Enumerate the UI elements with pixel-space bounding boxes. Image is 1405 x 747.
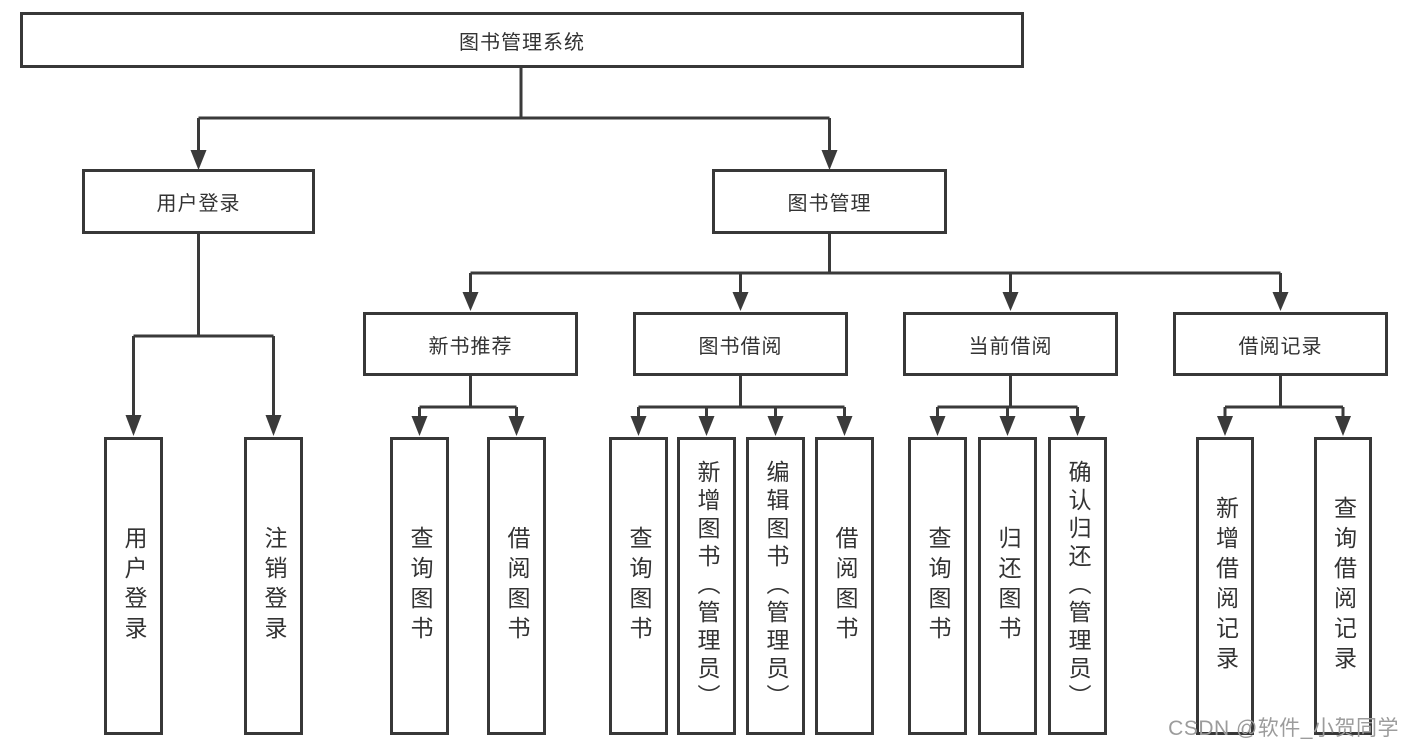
node-label: 当前借阅 (968, 335, 1053, 358)
node-label: 确认归还（管理员） (1065, 460, 1091, 712)
node-user-login: 用户登录 (82, 169, 315, 234)
leaf-add-borrow-record: 新增借阅记录 (1196, 437, 1254, 735)
connector-user-login-to-leaves (132, 234, 275, 416)
leaf-current-query-books: 查询图书 (908, 437, 967, 735)
arrowheads-new-book-recommend-to-leaves (411, 416, 525, 436)
arrowheads-borrow-records-to-leaves (1217, 416, 1351, 436)
arrowheads-user-login-to-leaves (125, 415, 282, 436)
node-label: 新增借阅记录 (1212, 496, 1239, 676)
node-label: 查询图书 (925, 526, 951, 646)
leaf-edit-books-admin: 编辑图书（管理员） (746, 437, 805, 735)
node-label: 编辑图书（管理员） (763, 460, 789, 712)
node-label: 借阅图书 (832, 526, 858, 646)
node-label: 查询借阅记录 (1330, 496, 1357, 676)
arrowheads-book-borrow-to-leaves (630, 416, 853, 436)
leaf-recommend-query-books: 查询图书 (390, 437, 449, 735)
node-label: 图书管理系统 (459, 31, 585, 54)
node-label: 图书管理 (787, 193, 872, 215)
node-label: 归还图书 (995, 526, 1021, 646)
node-label: 用户登录 (121, 526, 147, 646)
node-label: 新增图书（管理员） (694, 460, 720, 712)
arrowheads-current-borrow-to-leaves (929, 416, 1086, 436)
leaf-confirm-return-admin: 确认归还（管理员） (1048, 437, 1107, 735)
node-label: 新书推荐 (428, 335, 513, 358)
arrowheads-book-management-to-level3 (462, 292, 1289, 311)
connector-new-book-recommend-to-leaves (418, 376, 518, 417)
node-book-borrow: 图书借阅 (633, 312, 848, 376)
node-label: 查询图书 (407, 526, 433, 646)
leaf-recommend-borrow-books: 借阅图书 (487, 437, 546, 735)
leaf-logout: 注销登录 (244, 437, 303, 735)
leaf-return-books: 归还图书 (978, 437, 1037, 735)
connector-borrow-records-to-leaves (1223, 376, 1345, 417)
leaf-add-books-admin: 新增图书（管理员） (677, 437, 736, 735)
node-new-book-recommend: 新书推荐 (363, 312, 578, 376)
leaf-borrow-books: 借阅图书 (815, 437, 874, 735)
connector-book-borrow-to-leaves (637, 376, 846, 417)
leaf-borrow-query-books: 查询图书 (609, 437, 668, 735)
node-label: 注销登录 (261, 526, 287, 646)
node-book-management: 图书管理 (712, 169, 947, 234)
connector-root-to-level2 (197, 68, 831, 151)
node-label: 用户登录 (156, 193, 241, 215)
connector-current-borrow-to-leaves (936, 376, 1079, 417)
node-label: 查询图书 (626, 526, 652, 646)
node-label: 图书借阅 (698, 335, 783, 358)
node-label: 借阅图书 (504, 526, 530, 646)
leaf-query-borrow-record: 查询借阅记录 (1314, 437, 1372, 735)
node-current-borrow: 当前借阅 (903, 312, 1118, 376)
csdn-watermark: CSDN @软件_小贺同学 (1168, 717, 1399, 740)
arrowheads-root-to-level2 (190, 150, 838, 170)
leaf-user-login: 用户登录 (104, 437, 163, 735)
node-root-system: 图书管理系统 (20, 12, 1024, 68)
connector-book-management-to-level3 (469, 234, 1282, 293)
node-borrow-records: 借阅记录 (1173, 312, 1388, 376)
node-label: 借阅记录 (1238, 335, 1323, 358)
